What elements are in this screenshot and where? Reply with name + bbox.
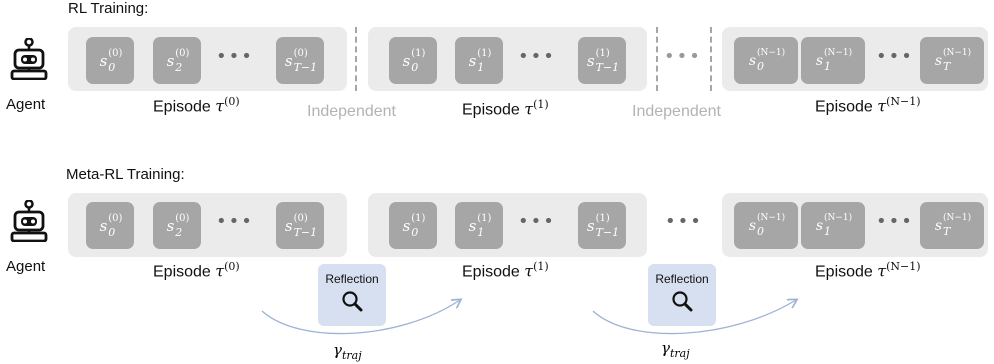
- state-cell: s(N−1)0: [734, 202, 798, 249]
- state-cell: s(0)0: [86, 202, 134, 249]
- rl-section-title: RL Training:: [68, 0, 149, 17]
- state-cell: s(1)0: [389, 202, 437, 249]
- agent-label: Agent: [6, 96, 46, 113]
- magnifier-icon: [672, 291, 693, 312]
- state-cell: s(1)1: [455, 202, 503, 249]
- independent-label: Independent: [307, 103, 396, 120]
- ellipsis: •••: [876, 211, 914, 232]
- arrow-episode0-to-episode1: [261, 300, 460, 335]
- ellipsis: •••: [518, 46, 556, 67]
- episode-label: Episode τ(1): [462, 260, 549, 281]
- agent-label: Agent: [6, 258, 46, 275]
- state-cell: s(0)T−1: [276, 37, 324, 84]
- magnifier-icon: [342, 291, 363, 312]
- episode-label: Episode τ(1): [462, 98, 549, 119]
- ellipsis: •••: [876, 46, 914, 67]
- state-cell: s(1)T−1: [578, 202, 626, 249]
- state-cell: s(N−1)T: [920, 37, 984, 84]
- episode-label: Episode τ(0): [153, 260, 240, 281]
- state-cell: s(N−1)T: [920, 202, 984, 249]
- ellipsis: •••: [216, 46, 254, 67]
- ellipsis: •••: [665, 211, 703, 232]
- state-cell: s(0)T−1: [276, 202, 324, 249]
- meta-section-title: Meta-RL Training:: [66, 166, 185, 183]
- arrow-episode1-to-episodeN: [592, 300, 796, 335]
- episode-label: Episode τ(0): [153, 95, 240, 116]
- ellipsis: •••: [664, 46, 702, 67]
- gamma-traj-label: γtraj: [661, 339, 690, 360]
- episode-label: Episode τ(N−1): [815, 95, 921, 116]
- state-cell: s(1)1: [455, 37, 503, 84]
- state-cell: s(N−1)1: [801, 37, 865, 84]
- state-cell: s(N−1)0: [734, 37, 798, 84]
- state-cell: s(N−1)1: [801, 202, 865, 249]
- dashed-divider: [710, 27, 712, 91]
- gamma-traj-label: γtraj: [333, 341, 362, 362]
- episode-label: Episode τ(N−1): [815, 260, 921, 281]
- ellipsis: •••: [518, 211, 556, 232]
- dashed-divider: [656, 27, 658, 91]
- reflection-label: Reflection: [325, 272, 379, 286]
- robot-icon: [10, 199, 48, 247]
- state-cell: s(0)0: [86, 37, 134, 84]
- reflection-box: Reflection: [648, 264, 716, 326]
- state-cell: s(1)T−1: [578, 37, 626, 84]
- robot-icon: [10, 37, 48, 85]
- state-cell: s(0)2: [153, 202, 201, 249]
- reflection-label: Reflection: [655, 272, 709, 286]
- dashed-divider: [355, 27, 357, 91]
- ellipsis: •••: [216, 211, 254, 232]
- state-cell: s(0)2: [153, 37, 201, 84]
- reflection-box: Reflection: [318, 264, 386, 326]
- independent-label: Independent: [632, 103, 721, 120]
- state-cell: s(1)0: [389, 37, 437, 84]
